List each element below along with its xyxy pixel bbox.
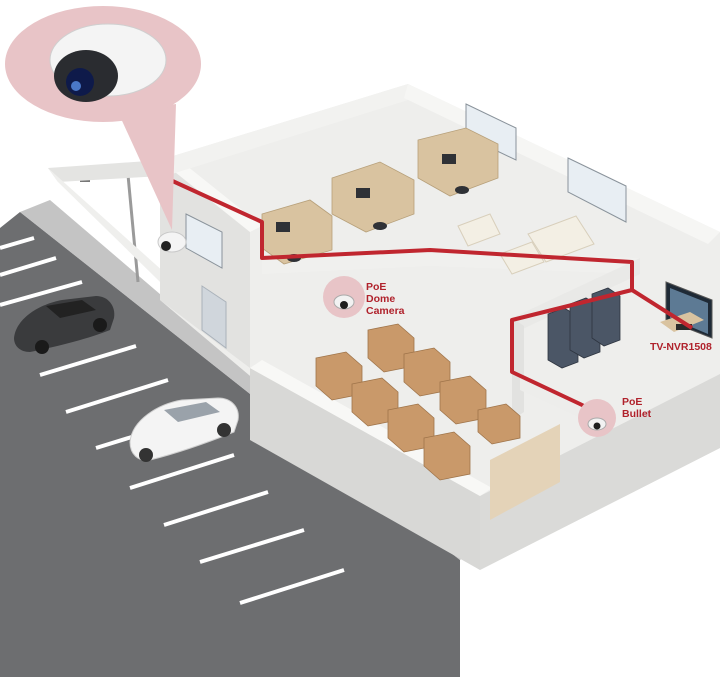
nvr-label-text: TV-NVR1508 bbox=[650, 341, 712, 353]
bullet-label-line: Bullet bbox=[622, 408, 652, 420]
bullet-camera-label: PoE Bullet bbox=[622, 396, 651, 420]
dome-camera-icon bbox=[157, 231, 187, 253]
car-icon bbox=[129, 397, 239, 462]
dome-label-line: Camera bbox=[366, 305, 405, 317]
dome-camera-label: PoE Dome Camera bbox=[366, 281, 405, 317]
dome-camera-callout bbox=[5, 6, 201, 230]
dome-label-line: PoE bbox=[366, 281, 387, 293]
windows bbox=[185, 103, 627, 269]
bullet-camera-badge bbox=[578, 399, 616, 437]
bullet-label-line: PoE bbox=[622, 396, 643, 408]
dome-label-line: Dome bbox=[366, 293, 396, 305]
office-area bbox=[261, 127, 595, 275]
dome-camera-icon bbox=[49, 23, 167, 102]
warehouse-boxes bbox=[315, 323, 521, 481]
car-icon bbox=[14, 296, 115, 354]
building bbox=[48, 84, 720, 570]
server-rack-icon bbox=[547, 287, 621, 369]
dome-camera-badge bbox=[323, 276, 365, 318]
nvr-label: TV-NVR1508 bbox=[650, 341, 712, 353]
